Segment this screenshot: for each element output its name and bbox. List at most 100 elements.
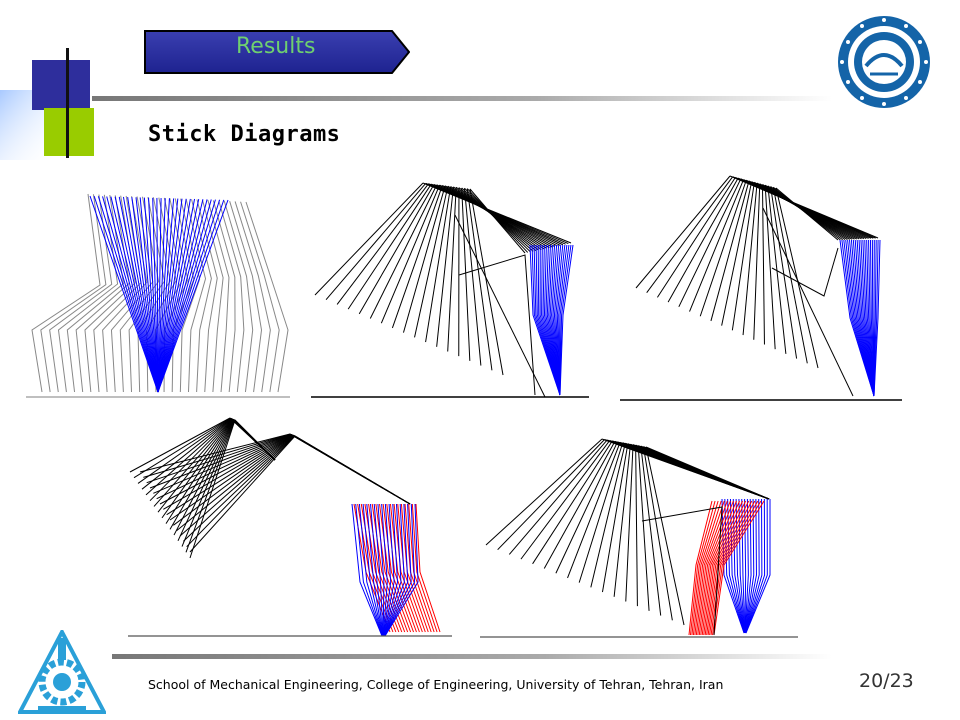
stick-segment [386,503,417,633]
stick-segment [745,498,763,634]
stick-segment [688,500,713,636]
stick-line [163,434,293,510]
stick-line [114,196,159,393]
stick-line [141,418,232,490]
stick-segment [384,503,416,637]
stick-line [590,443,626,588]
stick-line [169,419,234,530]
stick-segment [744,498,757,634]
stick-line [485,438,603,546]
stick-line [436,186,454,347]
stick-segment [384,503,409,637]
stick-segment [744,498,755,634]
stick-diagram-5 [480,438,798,638]
stick-line [601,443,629,593]
stick-line [157,199,225,393]
stick-segment [744,498,747,634]
stick-line [613,444,631,597]
stick-segment [698,500,734,636]
stick-line [466,188,493,371]
stick-segment [201,199,224,393]
stick-line [122,196,159,393]
stick-segment [704,500,747,636]
stick-line [157,198,179,393]
stick-line [106,196,159,393]
stick-segment [411,503,438,633]
stick-line [678,178,742,308]
stick-line [358,184,435,315]
stick-segment [724,498,745,634]
stick-line [182,435,295,542]
stick-segment [707,500,753,636]
stick-line [139,433,291,473]
stick-line [463,188,482,366]
stick-segment [75,195,130,393]
stick-segment [207,199,230,393]
stick-line [402,185,446,333]
stick-line [157,198,196,393]
stick-line [157,199,229,393]
stick-segment [771,247,839,297]
stick-line [764,185,776,350]
stick-line [497,439,605,551]
stick-line [380,184,441,324]
stick-line [772,187,808,364]
stick-segment [408,503,435,633]
stick-line [767,185,787,354]
stick-line [642,446,673,621]
stick-line [770,186,798,359]
stick-segment [171,198,195,393]
stick-segment [713,500,765,636]
stick-line [143,197,159,393]
stick-line [645,446,770,500]
stick-segment [701,500,740,636]
stick-segment [393,503,423,633]
stick-segment [234,201,271,393]
stick-line [157,199,212,393]
stick-line [157,198,183,393]
stick-segment [454,214,546,398]
stick-line [157,198,191,393]
stick-line [314,182,424,296]
stick-line [137,417,231,484]
faculty-emblem-logo [18,630,106,714]
stick-line [153,418,233,507]
stick-segment [744,498,752,634]
stick-segment [379,503,412,633]
stick-segment [245,201,289,393]
stick-line [742,183,758,336]
stick-line [543,441,616,569]
stick-segment [218,200,245,393]
stick-line [135,197,159,393]
stick-line [469,188,504,376]
stick-line [102,196,159,393]
stick-segment [366,503,384,637]
stick-line [97,196,159,393]
stick-diagram-4 [128,417,452,637]
stick-line [532,440,613,565]
stick-segment [383,503,395,637]
stick-segment [694,500,725,636]
stick-line [635,445,638,607]
stick-segment [355,503,383,637]
stick-line [189,435,296,553]
stick-segment [102,196,148,393]
stick-line [177,419,235,542]
stick-segment [745,499,771,634]
stick-line [156,434,292,500]
stick-line [567,442,621,579]
stick-line [159,434,293,505]
stick-line [173,434,294,526]
stick-line [157,199,216,393]
stick-segment [697,500,731,636]
stick-line [181,419,235,547]
stick-segment [377,503,385,637]
stick-line [699,180,747,317]
stick-segment [744,498,749,634]
stick-segment [362,503,384,637]
stick-line [157,198,175,393]
stick-line [148,197,159,393]
stick-line [153,434,292,494]
stick-line [157,199,200,393]
stick-line [414,186,449,338]
